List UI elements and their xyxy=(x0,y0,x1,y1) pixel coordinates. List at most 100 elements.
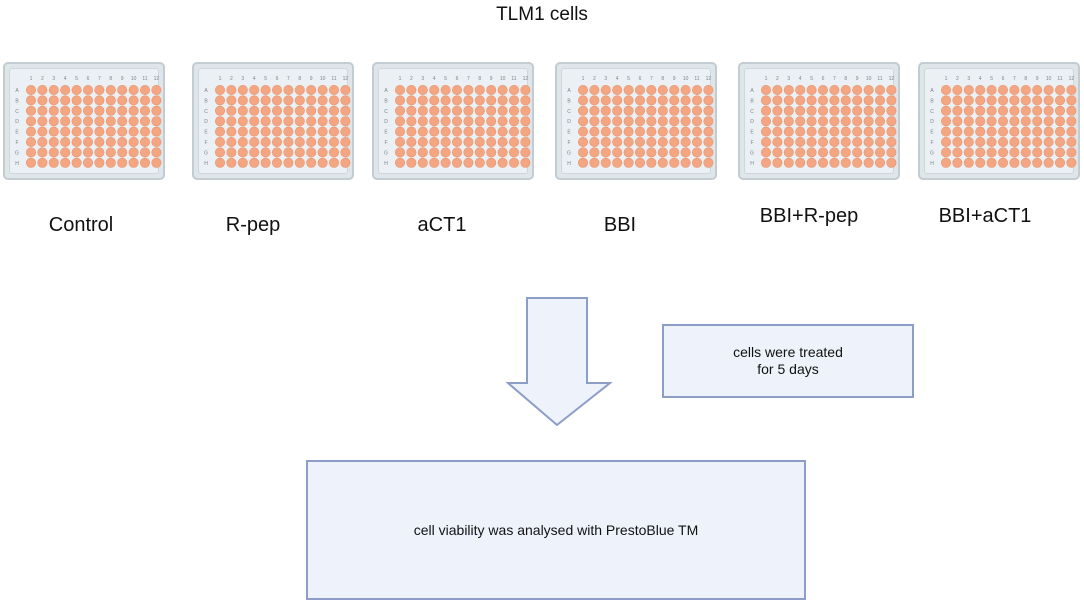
row-label: G xyxy=(567,150,571,156)
row-label: F xyxy=(15,140,18,146)
row-label: D xyxy=(567,119,571,125)
column-label: 3 xyxy=(52,76,55,82)
row-label: E xyxy=(384,130,388,136)
plate-well xyxy=(1066,95,1077,106)
plate-well xyxy=(417,157,428,168)
plate-well xyxy=(840,157,851,168)
plate-well xyxy=(394,84,405,95)
plate-well xyxy=(1020,147,1031,158)
plate-well xyxy=(417,147,428,158)
plate-well xyxy=(600,95,611,106)
row-label: H xyxy=(930,161,934,167)
plate-well xyxy=(151,126,162,137)
plate-well xyxy=(406,147,417,158)
group-label-bbi-r-pep: BBI+R-pep xyxy=(759,205,859,227)
column-label: 6 xyxy=(822,76,825,82)
plate-well xyxy=(306,95,317,106)
plate-well xyxy=(463,137,474,148)
plate-well xyxy=(940,137,951,148)
plate-well xyxy=(260,137,271,148)
plate-well xyxy=(317,126,328,137)
plate-well xyxy=(680,84,691,95)
plate-well xyxy=(952,105,963,116)
plate-well xyxy=(863,84,874,95)
plate-well xyxy=(646,84,657,95)
plate-well xyxy=(306,116,317,127)
column-label: 2 xyxy=(230,76,233,82)
plate-well xyxy=(1055,126,1066,137)
plate-well xyxy=(105,116,116,127)
plate-well xyxy=(577,105,588,116)
row-label: D xyxy=(750,119,754,125)
plate-well xyxy=(940,84,951,95)
column-label: 11 xyxy=(694,76,699,82)
plate-well xyxy=(840,84,851,95)
plate-well xyxy=(48,95,59,106)
plate-well xyxy=(25,126,36,137)
plate-well xyxy=(692,84,703,95)
plate-well xyxy=(986,84,997,95)
plate-well xyxy=(452,137,463,148)
row-label: F xyxy=(567,140,570,146)
plate-well xyxy=(963,116,974,127)
plate-well xyxy=(1020,137,1031,148)
plate-well xyxy=(680,137,691,148)
column-label: 6 xyxy=(87,76,90,82)
plate-well xyxy=(497,126,508,137)
column-label: 8 xyxy=(478,76,481,82)
plate-well xyxy=(635,126,646,137)
plate-well xyxy=(646,95,657,106)
plate-well xyxy=(1009,95,1020,106)
plate-well xyxy=(317,147,328,158)
plate-well xyxy=(623,105,634,116)
plate-well xyxy=(886,95,897,106)
column-label: 1 xyxy=(765,76,768,82)
plate-well xyxy=(1032,147,1043,158)
plate-well xyxy=(1055,157,1066,168)
plate-well xyxy=(474,84,485,95)
row-label: E xyxy=(15,130,19,136)
column-label: 5 xyxy=(75,76,78,82)
row-label: E xyxy=(750,130,754,136)
plate-well xyxy=(998,137,1009,148)
column-label: 6 xyxy=(639,76,642,82)
plate-well xyxy=(474,126,485,137)
plate-well xyxy=(71,126,82,137)
plate-well xyxy=(612,137,623,148)
plate-well xyxy=(703,84,714,95)
plate-well xyxy=(806,116,817,127)
plate-well xyxy=(589,116,600,127)
column-label: 10 xyxy=(320,76,326,82)
plate-well xyxy=(875,105,886,116)
row-label: F xyxy=(384,140,387,146)
plate-well xyxy=(25,137,36,148)
plate-well xyxy=(226,157,237,168)
row-label: G xyxy=(930,150,934,156)
plate-well xyxy=(829,95,840,106)
plate-well xyxy=(646,137,657,148)
row-label: H xyxy=(567,161,571,167)
plate-well xyxy=(1032,105,1043,116)
plate-well xyxy=(680,147,691,158)
plate-well xyxy=(703,105,714,116)
plate-well xyxy=(105,84,116,95)
plate-well xyxy=(226,105,237,116)
plate-well xyxy=(669,147,680,158)
column-label: 2 xyxy=(776,76,779,82)
plate-well xyxy=(294,157,305,168)
plate-well xyxy=(237,137,248,148)
plate-well xyxy=(703,147,714,158)
plate-well xyxy=(600,137,611,148)
plate-well xyxy=(60,105,71,116)
plate-well xyxy=(394,157,405,168)
plate-well xyxy=(612,84,623,95)
plate-well xyxy=(48,157,59,168)
plate-well xyxy=(998,147,1009,158)
plate-well xyxy=(226,84,237,95)
plate-well xyxy=(486,147,497,158)
plate-well xyxy=(117,147,128,158)
plate-well xyxy=(394,137,405,148)
plate-well xyxy=(952,126,963,137)
column-label: 4 xyxy=(433,76,436,82)
plate-well xyxy=(406,95,417,106)
